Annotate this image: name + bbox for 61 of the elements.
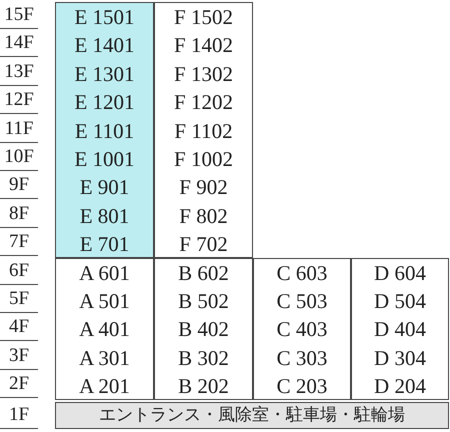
unit-number: E 1101 (74, 118, 134, 145)
unit-number: F 1202 (174, 89, 233, 116)
unit-column (351, 258, 449, 400)
ground-floor-band (55, 402, 449, 429)
unit-number: D 504 (374, 288, 426, 315)
facility-label: エントランス・風除室・駐車場・駐輪場 (99, 404, 405, 427)
unit-number: D 404 (374, 316, 426, 344)
unit-number: F 1402 (174, 32, 233, 60)
unit-number: F 902 (179, 174, 228, 202)
unit-number: D 204 (374, 373, 426, 400)
unit-number: B 202 (178, 373, 229, 400)
unit-number: E 1501 (74, 4, 135, 31)
unit-number: D 304 (374, 344, 426, 372)
floor-label: 8F (0, 200, 38, 228)
floor-label: 10F (0, 144, 38, 171)
unit-number: C 503 (276, 288, 328, 315)
floor-label: 5F (0, 286, 38, 313)
floor-label: 1F (0, 402, 38, 429)
unit-number: F 1102 (174, 118, 233, 145)
unit-number: E 901 (80, 174, 130, 202)
unit-number: F 1002 (174, 146, 233, 174)
unit-number: E 1401 (74, 32, 135, 60)
floor-label: 4F (0, 314, 38, 342)
unit-number: B 602 (178, 260, 229, 287)
unit-column (154, 2, 253, 258)
unit-column (55, 258, 154, 400)
unit-number: E 1201 (74, 89, 135, 116)
unit-number: B 302 (178, 344, 229, 372)
floor-label: 3F (0, 342, 38, 370)
floor-label: 2F (0, 371, 38, 398)
unit-number: A 501 (79, 288, 130, 315)
floor-label: 7F (0, 229, 38, 256)
unit-number: F 702 (179, 231, 228, 258)
floor-label: 15F (0, 2, 38, 29)
unit-column (253, 258, 351, 400)
unit-number: E 1001 (74, 146, 135, 174)
unit-number: C 203 (276, 373, 328, 400)
unit-number: A 201 (79, 373, 130, 400)
unit-number: C 303 (276, 344, 328, 372)
unit-number: F 1502 (174, 4, 233, 31)
unit-number: B 502 (178, 288, 229, 315)
floor-label: 6F (0, 258, 38, 285)
unit-number: E 801 (80, 202, 130, 230)
unit-column (154, 258, 253, 400)
unit-number: E 701 (80, 231, 130, 258)
unit-number: F 802 (179, 202, 228, 230)
unit-column (55, 2, 154, 258)
floor-label: 12F (0, 87, 38, 114)
unit-number: F 1302 (174, 60, 233, 88)
floor-label: 11F (0, 116, 38, 143)
floor-label: 9F (0, 172, 38, 200)
unit-number: D 604 (374, 260, 426, 287)
unit-number: A 401 (79, 316, 130, 344)
unit-number: A 601 (79, 260, 130, 287)
unit-number: C 403 (276, 316, 328, 344)
unit-number: E 1301 (74, 60, 135, 88)
unit-number: A 301 (79, 344, 130, 372)
floor-label: 14F (0, 30, 38, 58)
unit-number: C 603 (276, 260, 328, 287)
unit-number: B 402 (178, 316, 229, 344)
floor-label: 13F (0, 58, 38, 86)
